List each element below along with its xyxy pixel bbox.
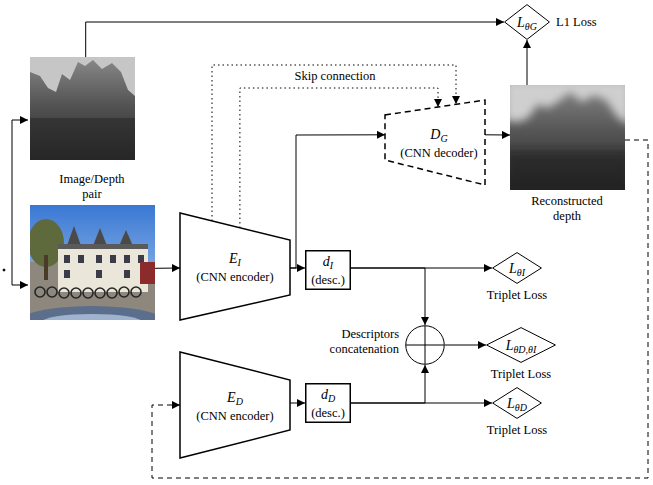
node-caption: Reconstructed depth — [522, 194, 612, 224]
cnn-encoder: ED (CNN encoder) — [180, 352, 290, 458]
symbol-subscript: G — [440, 133, 447, 144]
annotation-label: Skip connection — [270, 69, 400, 84]
symbol-name: D — [430, 127, 440, 142]
node-caption: Triplet Loss — [481, 367, 561, 382]
symbol-name: L — [517, 15, 525, 30]
connector-arrow — [351, 268, 425, 325]
symbol-row: LθG — [517, 13, 537, 31]
depth-image: Image/Depth pair — [30, 57, 135, 160]
node-caption: Triplet Loss — [477, 423, 557, 438]
symbol-name: L — [509, 261, 517, 276]
text-area: EI (CNN encoder) — [184, 238, 286, 296]
reconstructed-depth: Reconstructed depth — [510, 85, 625, 190]
symbol-subscript: I — [238, 257, 241, 268]
trapezoid-border — [180, 352, 290, 458]
symbol-row: LθD,θI — [506, 336, 537, 354]
cnn-encoder-outline — [180, 352, 290, 458]
node-text: (CNN decoder) — [400, 146, 477, 160]
diamond-border — [493, 253, 542, 284]
descriptor-box: dI (desc.) — [305, 250, 351, 290]
text-area: LθD,θI — [486, 327, 556, 363]
symbol-row: dD — [321, 385, 335, 403]
text-area: ED (CNN encoder) — [184, 377, 286, 435]
text-area: LθD — [492, 387, 542, 419]
symbol-row: ED — [227, 388, 243, 406]
symbol-name: E — [229, 251, 238, 266]
node-caption: L1 Loss — [556, 15, 616, 30]
connector-arrow — [290, 268, 305, 269]
feedback-connector — [152, 140, 648, 478]
rgb-image — [30, 205, 155, 320]
symbol-subscript: D — [236, 396, 243, 407]
symbol-name: d — [323, 254, 330, 269]
symbol-row: LθD — [507, 394, 527, 412]
cnn-encoder: EI (CNN encoder) — [180, 213, 290, 320]
text-area: LθI — [492, 252, 542, 284]
node-text: (desc.) — [311, 273, 345, 287]
connector-arrow — [527, 40, 528, 85]
text-area: LθG — [504, 4, 550, 40]
node-caption: Triplet Loss — [477, 288, 557, 303]
connector-arrow — [445, 345, 486, 346]
connector-arrow — [86, 22, 504, 57]
symbol-name: L — [506, 338, 514, 353]
text-row: (desc.) — [311, 403, 345, 421]
trapezoid-border — [385, 100, 485, 185]
circle-border — [406, 326, 445, 365]
diamond-border — [505, 5, 550, 40]
text-area: dI (desc.) — [305, 250, 351, 290]
loss-diamond: Triplet LossLθD — [492, 387, 542, 419]
text-row: (CNN encoder) — [196, 406, 273, 424]
loss-diamond: Triplet LossLθD,θI — [486, 327, 556, 363]
symbol-row: EI — [229, 249, 241, 267]
diamond-border — [493, 388, 542, 419]
cnn-decoder: DG (CNN decoder) — [385, 100, 485, 185]
symbol-row: DG — [430, 125, 447, 143]
cnn-decoder-outline — [385, 100, 485, 185]
node-caption: Descriptors concatenation — [319, 327, 399, 357]
reconstructed-depth-image — [510, 85, 625, 190]
text-area: DG (CNN decoder) — [395, 118, 483, 168]
text-row: (CNN encoder) — [196, 267, 273, 285]
text-row: (CNN decoder) — [400, 143, 477, 161]
connector-arrow — [351, 365, 425, 403]
symbol-name: L — [507, 396, 515, 411]
connector-arrow — [290, 403, 305, 404]
box-border — [306, 384, 351, 423]
symbol-subscript: θD — [515, 402, 527, 413]
depth-image — [30, 57, 135, 160]
symbol-row: LθI — [509, 259, 525, 277]
node-text: (CNN encoder) — [196, 270, 273, 284]
concat-circle: Descriptors concatenation — [405, 325, 445, 365]
diamond-border — [487, 328, 556, 363]
connector-arrow — [485, 134, 510, 135]
box-border — [306, 251, 351, 290]
symbol-subscript: I — [330, 260, 333, 271]
connector-arrow — [155, 268, 180, 269]
text-row: (desc.) — [311, 270, 345, 288]
pair-bracket — [3, 120, 28, 285]
trapezoid-border — [180, 213, 290, 320]
symbol-subscript: θI — [517, 267, 525, 278]
connector-arrow — [290, 135, 385, 268]
node-text: (CNN encoder) — [196, 409, 273, 423]
rgb-image — [30, 205, 155, 320]
descriptor-box: dD (desc.) — [305, 383, 351, 423]
concat-circle-outline — [405, 325, 445, 365]
node-text: (desc.) — [311, 406, 345, 420]
loss-diamond: Triplet LossLθI — [492, 252, 542, 284]
symbol-row: dI — [323, 252, 333, 270]
symbol-name: d — [321, 387, 328, 402]
cnn-encoder-outline — [180, 213, 290, 320]
node-caption: Image/Depth pair — [52, 172, 132, 202]
loss-diamond: L1 LossLθG — [504, 4, 550, 40]
text-area: dD (desc.) — [305, 383, 351, 423]
plus-sign — [406, 326, 444, 364]
symbol-subscript: D — [328, 393, 335, 404]
symbol-subscript: θD,θI — [513, 344, 536, 355]
symbol-name: E — [227, 390, 236, 405]
symbol-subscript: θG — [525, 21, 537, 32]
